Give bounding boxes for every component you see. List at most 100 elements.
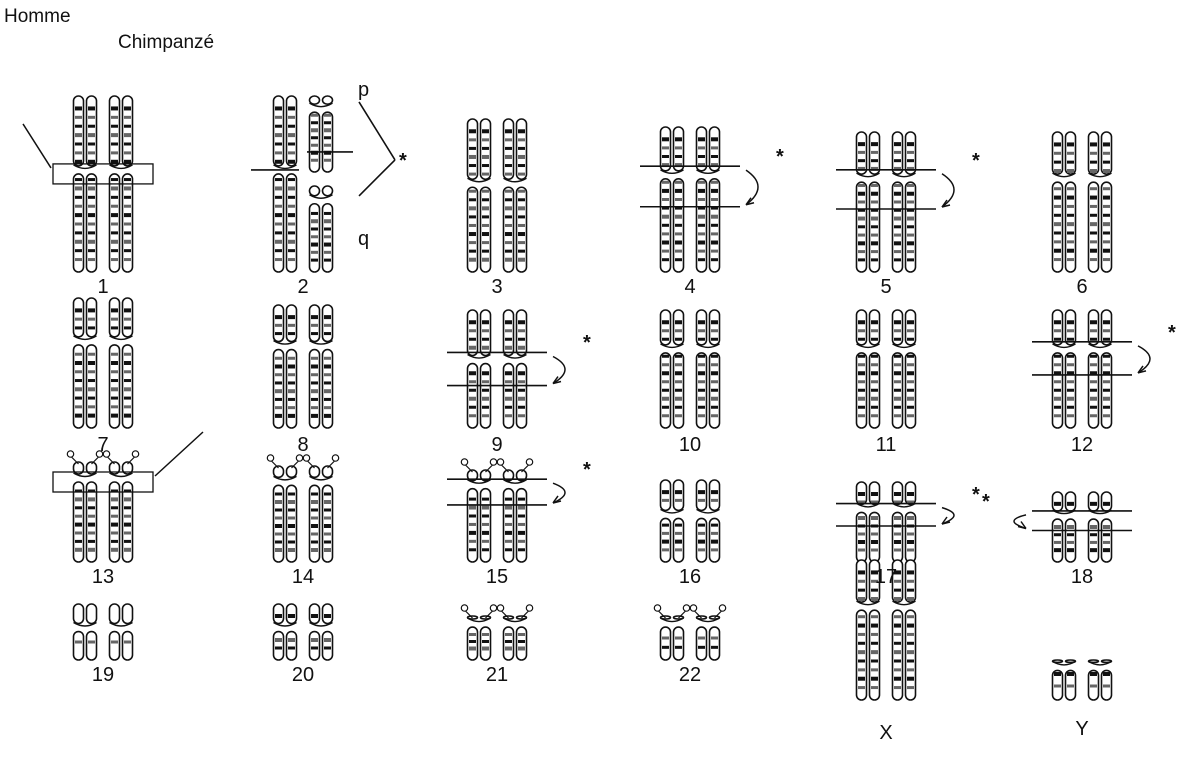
chromosome-band — [698, 499, 705, 502]
chromosome-band — [675, 137, 682, 141]
chromosome-band — [1090, 249, 1097, 253]
chromosome-band — [124, 387, 131, 391]
chromosome-band — [111, 178, 118, 181]
chromosome-band — [698, 232, 705, 235]
chromosome-band — [469, 206, 476, 210]
chromosome-band — [894, 516, 901, 520]
chromosome-band — [858, 241, 865, 245]
chromosome-band — [288, 231, 295, 234]
chromosome-band — [711, 363, 718, 366]
chromosome-band — [482, 215, 489, 218]
chromosome-band — [858, 250, 865, 253]
chromosome-band — [1054, 152, 1061, 155]
chromosome-band — [858, 414, 865, 417]
chromosome-label-18: 18 — [1071, 566, 1093, 589]
chromosome-label-y: Y — [1075, 718, 1088, 741]
chromosome-band — [698, 338, 705, 341]
chromosome-band — [675, 215, 682, 219]
chromosome-band — [482, 380, 489, 383]
chromosome-band — [858, 624, 865, 628]
chromosome-band — [324, 389, 331, 393]
chromosome-band — [858, 549, 865, 552]
chromosome-band — [871, 234, 878, 237]
chromosome-band — [275, 365, 282, 369]
chromosome-band — [1067, 548, 1074, 552]
chromosome-band — [88, 532, 95, 535]
chromosome-band — [505, 371, 512, 375]
chromosome-band — [1054, 329, 1061, 332]
chromosome-band — [311, 373, 318, 376]
chromosome-band — [311, 500, 318, 504]
chromosome-band — [288, 638, 295, 642]
chromosome-pair-13 — [53, 432, 203, 562]
chromosome-band — [518, 147, 525, 150]
chromosome-band — [482, 258, 489, 262]
chromosome-band — [275, 125, 282, 128]
chromosome-label-19: 19 — [92, 664, 114, 687]
chromosome-band — [469, 250, 476, 253]
chromosome-band — [469, 215, 476, 218]
chromosome-band — [75, 318, 82, 321]
chromosome-band — [111, 116, 118, 119]
chromosome-band — [469, 380, 476, 383]
chromosome-band — [907, 329, 914, 332]
chromosome-band — [871, 241, 878, 245]
chromosome-band — [1054, 380, 1061, 383]
chromosome-band — [288, 414, 295, 418]
chromatid-q-arm — [710, 627, 720, 660]
chromosome-band — [88, 151, 95, 154]
chromosome-band — [675, 189, 682, 193]
chromosome-band — [894, 533, 901, 536]
chromosome-band — [1067, 355, 1074, 358]
chromosome-band — [75, 387, 82, 391]
chromatid-q-arm — [310, 112, 320, 172]
chromatid-q-arm — [310, 632, 320, 660]
chromosome-band — [75, 397, 82, 400]
chromosome-band — [894, 406, 901, 409]
chromosome-band — [1090, 187, 1097, 190]
chromosome-band — [275, 258, 282, 261]
chromosome-band — [711, 215, 718, 219]
chromosome-band — [75, 196, 82, 199]
chromosome-band — [858, 516, 865, 520]
chromosome-band — [88, 497, 95, 501]
chromosome-band — [124, 258, 131, 261]
chromosome-band — [75, 532, 82, 535]
chromosome-band — [275, 517, 282, 520]
chromosome-band — [88, 178, 95, 181]
chromosome-band — [111, 506, 118, 509]
chromosome-band — [1103, 397, 1110, 401]
chromosome-band — [675, 371, 682, 375]
chromosome-band — [894, 192, 901, 196]
chromosome-band — [288, 106, 295, 110]
chromosome-band — [324, 406, 331, 409]
chromatid-q-arm — [123, 632, 133, 660]
pointer-arrow — [23, 124, 51, 168]
chromosome-band — [111, 258, 118, 261]
satellite — [683, 605, 689, 611]
chromosome-band — [124, 397, 131, 400]
chromosome-band — [1090, 548, 1097, 552]
chromosome-band — [1067, 380, 1074, 383]
chromosome-band — [698, 532, 705, 535]
chromosome-band — [469, 173, 476, 176]
chromosome-band — [698, 540, 705, 544]
chromosome-band — [894, 668, 901, 671]
chromosome-band — [871, 597, 878, 601]
chromosome-band — [1067, 414, 1074, 417]
chromosome-band — [311, 235, 318, 238]
chromosome-band — [907, 570, 914, 574]
satellite — [461, 605, 467, 611]
chromosome-band — [324, 128, 331, 132]
chromosome-band — [88, 116, 95, 119]
chromosome-band — [1103, 533, 1110, 536]
chromosome-band — [111, 160, 118, 164]
chromosome-band — [124, 361, 131, 365]
chromosome-band — [858, 492, 865, 496]
chromosome-pair-9 — [447, 310, 565, 428]
chromosome-band — [288, 315, 295, 319]
chromosome-band — [907, 225, 914, 228]
chromosome-band — [275, 500, 282, 504]
chromosome-band — [858, 217, 865, 221]
chromosome-band — [88, 213, 95, 217]
